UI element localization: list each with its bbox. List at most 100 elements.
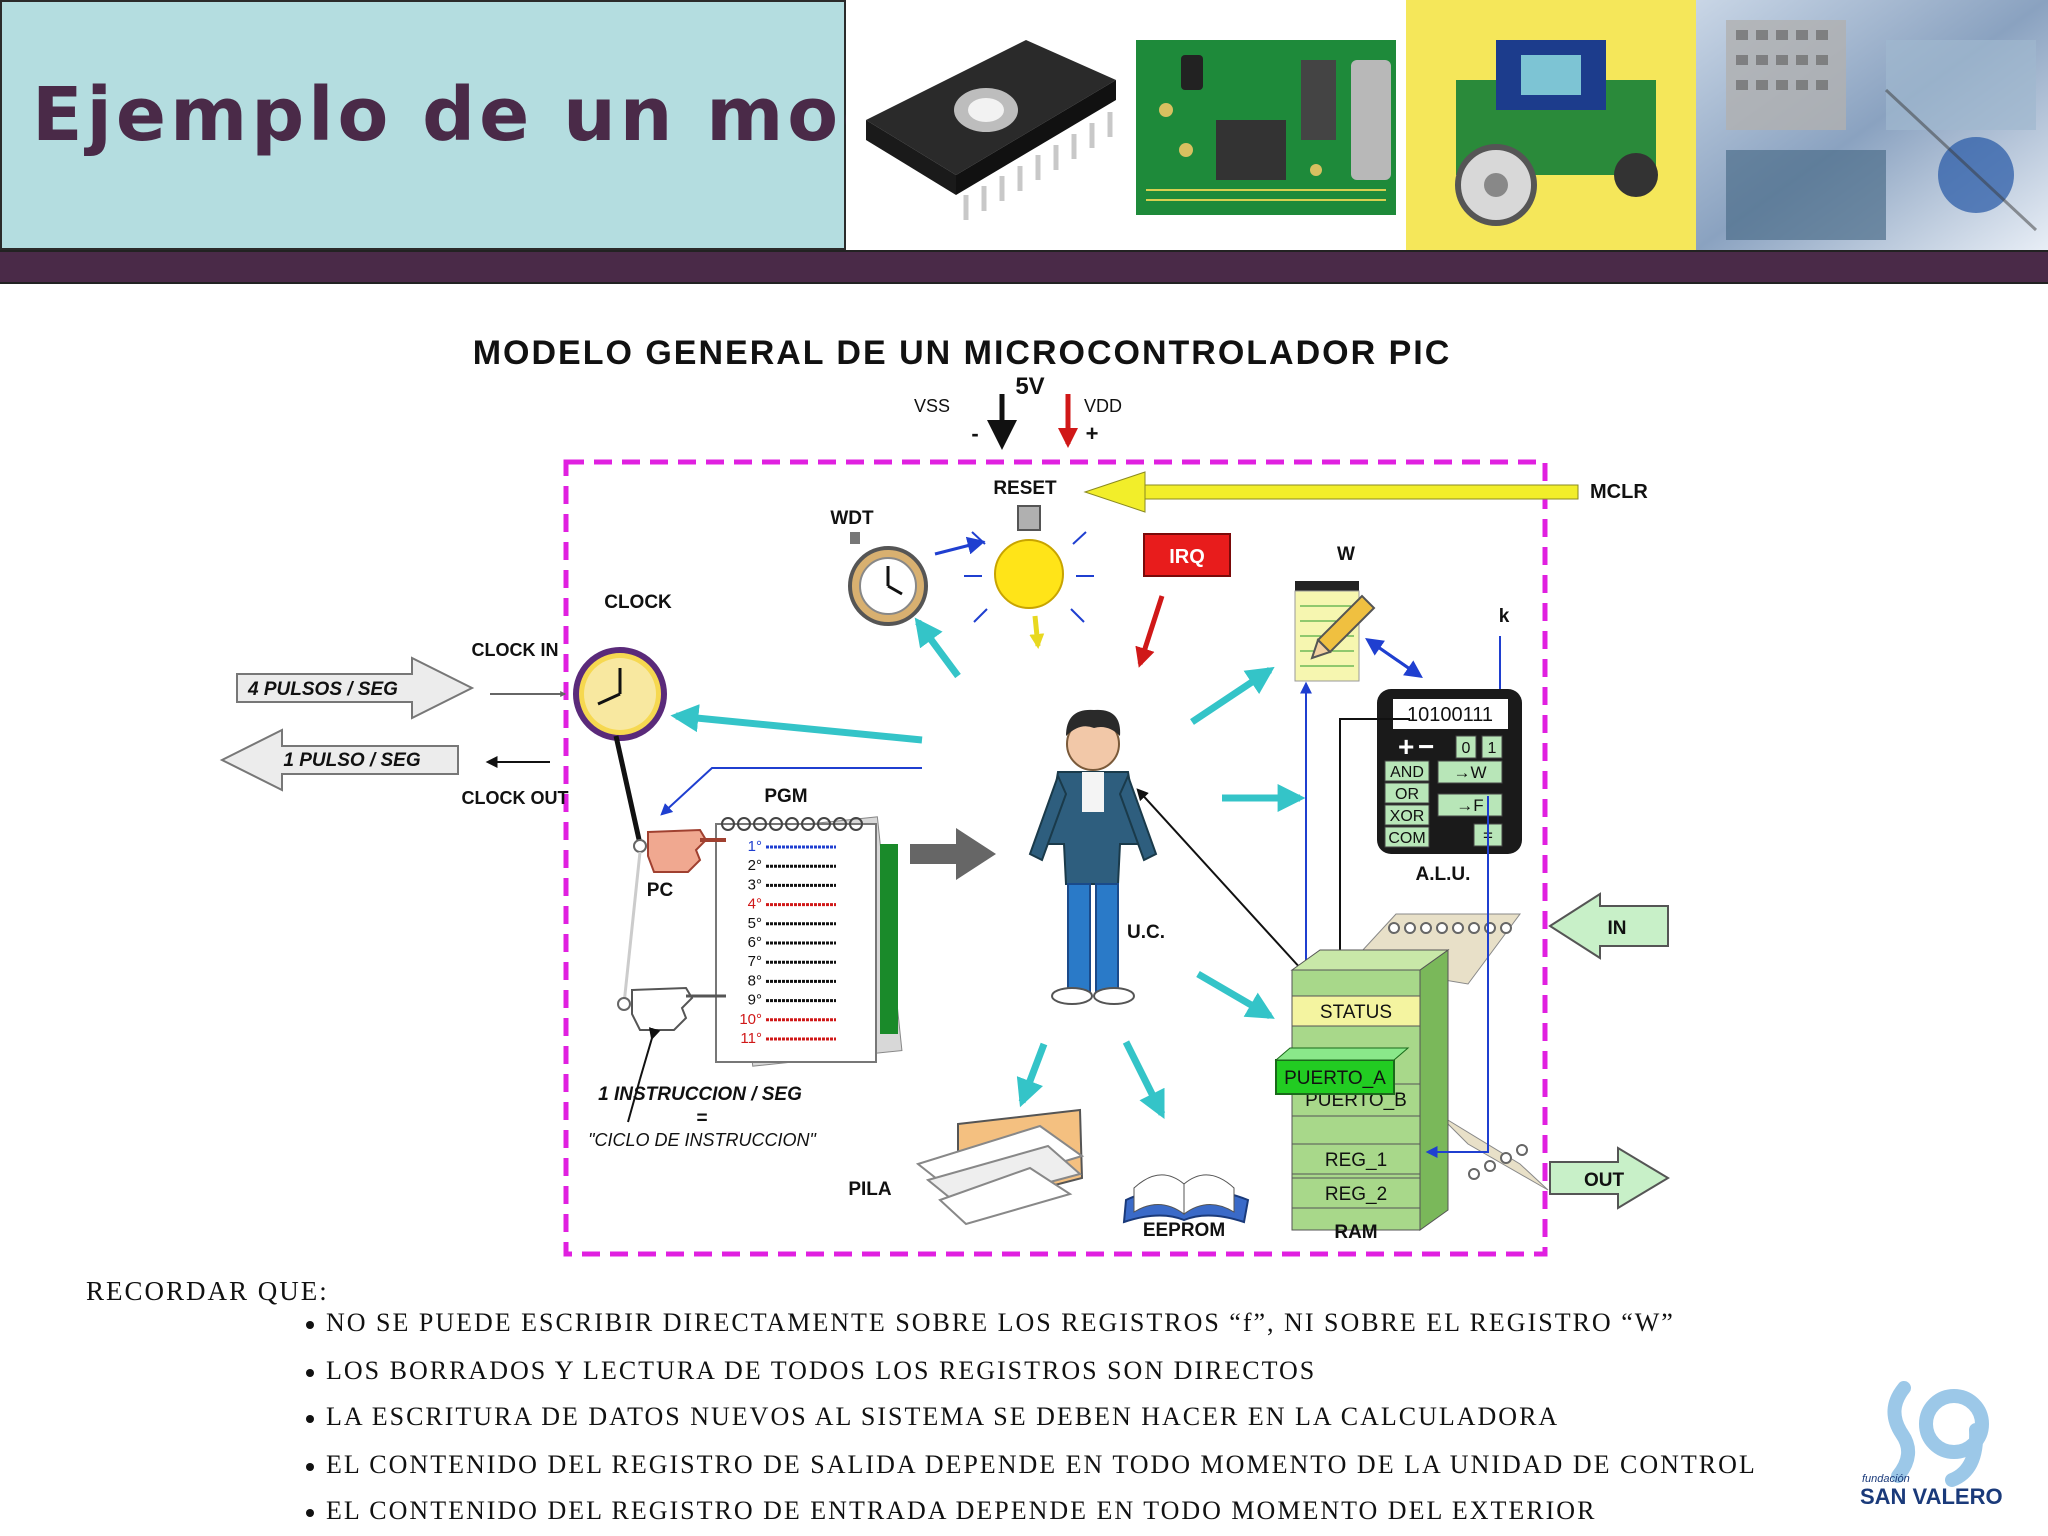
ram-register-puerto-b: PUERTO_B bbox=[1305, 1090, 1407, 1111]
plus-label: + bbox=[1086, 421, 1099, 446]
pgm-line-number: 4° bbox=[748, 896, 762, 913]
bullet-icon bbox=[306, 1415, 314, 1424]
alu-key-to-f: →F bbox=[1456, 796, 1483, 815]
robot-photo bbox=[1406, 0, 1696, 250]
note-text: LOS BORRADOS Y LECTURA DE TODOS LOS REGI… bbox=[326, 1356, 1317, 1385]
note-item: EL CONTENIDO DEL REGISTRO DE SALIDA DEPE… bbox=[306, 1450, 1757, 1480]
out-arrow: OUT bbox=[1549, 1146, 1670, 1210]
wdt-label: WDT bbox=[830, 508, 874, 529]
bullet-icon bbox=[306, 1321, 314, 1330]
clock-in-label: CLOCK IN bbox=[472, 640, 559, 660]
reset-bulb: RESET bbox=[964, 478, 1094, 649]
uc-label: U.C. bbox=[1127, 922, 1165, 943]
pgm-label: PGM bbox=[764, 786, 807, 807]
alu-key-com: COM bbox=[1388, 830, 1425, 847]
clock-in-text: CLOCK IN bbox=[472, 640, 559, 660]
instr-rate-label: 1 INSTRUCCION / SEG bbox=[598, 1084, 802, 1105]
microcontroller-boundary bbox=[563, 459, 1548, 1257]
minus-label: - bbox=[971, 421, 978, 446]
pila-label: PILA bbox=[848, 1179, 892, 1200]
w-register-notepad: W bbox=[1294, 544, 1376, 682]
san-valero-logo: fundación SAN VALERO bbox=[1860, 1381, 2003, 1509]
clock-out-label: CLOCK OUT bbox=[462, 788, 569, 808]
note-text: EL CONTENIDO DEL REGISTRO DE SALIDA DEPE… bbox=[326, 1450, 1757, 1479]
pgm-lines: 1°2°3°4°5°6°7°8°9°10°11° bbox=[739, 838, 836, 1047]
eeprom-label: EEPROM bbox=[1143, 1220, 1225, 1241]
pic-model-diagram: MODELO GENERAL DE UN MICROCONTROLADOR PI… bbox=[219, 334, 1670, 1257]
mclr-label: MCLR bbox=[1590, 481, 1648, 503]
instr-equals-label: = bbox=[696, 1108, 707, 1129]
pila-stack-tray: PILA bbox=[848, 1108, 1085, 1226]
alu-calculator: 10100111 + − 0 1 AND OR XOR COM →W →F = … bbox=[1377, 689, 1522, 885]
ram-register-puerto-a: PUERTO_A bbox=[1284, 1068, 1386, 1089]
pulses-out-label: 1 PULSO / SEG bbox=[283, 750, 420, 771]
svg-text:+: + bbox=[1398, 731, 1414, 762]
note-text: LA ESCRITURA DE DATOS NUEVOS AL SISTEMA … bbox=[326, 1402, 1560, 1431]
ram-register-status: STATUS bbox=[1320, 1002, 1392, 1023]
clock-label: CLOCK bbox=[604, 592, 672, 613]
pgm-line-number: 5° bbox=[748, 915, 762, 932]
notes-section: RECORDAR QUE: NO SE PUEDE ESCRIBIR DIREC… bbox=[0, 1262, 2048, 1536]
wdt-stopwatch: WDT bbox=[830, 508, 986, 626]
ram-register-reg-2: REG_2 bbox=[1325, 1184, 1387, 1205]
pc-label: PC bbox=[647, 880, 674, 901]
pc-pointer-hand: PC bbox=[633, 828, 726, 901]
pgm-line-number: 9° bbox=[748, 992, 762, 1009]
buildings-collage-photo bbox=[1696, 0, 2048, 250]
alu-key-1: 1 bbox=[1488, 740, 1497, 757]
alu-key-to-w: →W bbox=[1453, 763, 1486, 782]
vss-label: VSS bbox=[914, 396, 950, 416]
notes-heading: RECORDAR QUE: bbox=[86, 1276, 329, 1306]
out-label: OUT bbox=[1584, 1170, 1625, 1191]
note-item: NO SE PUEDE ESCRIBIR DIRECTAMENTE SOBRE … bbox=[306, 1308, 1675, 1338]
pgm-line-number: 11° bbox=[740, 1030, 762, 1047]
ram-label: RAM bbox=[1334, 1222, 1377, 1243]
pgm-line-number: 7° bbox=[748, 953, 762, 970]
k-label: k bbox=[1499, 606, 1510, 627]
w-label: W bbox=[1337, 544, 1355, 565]
note-text: NO SE PUEDE ESCRIBIR DIRECTAMENTE SOBRE … bbox=[326, 1308, 1675, 1337]
pgm-line-number: 1° bbox=[748, 838, 762, 855]
vdd-label: VDD bbox=[1084, 396, 1122, 416]
alu-key-xor: XOR bbox=[1390, 808, 1425, 825]
pulses-in-arrow: 4 PULSOS / SEG bbox=[236, 656, 475, 720]
note-item: EL CONTENIDO DEL REGISTRO DE ENTRADA DEP… bbox=[306, 1496, 1596, 1526]
power-supply: VSS - 5V VDD + bbox=[914, 373, 1122, 450]
instruction-pointer-hand bbox=[617, 986, 726, 1031]
header-title-box: Ejemplo de un modelo bbox=[0, 0, 1034, 250]
pgm-line-number: 6° bbox=[748, 934, 762, 951]
pgm-line-number: 8° bbox=[748, 972, 762, 989]
pulses-in-label: 4 PULSOS / SEG bbox=[247, 679, 398, 700]
header-divider-bar bbox=[0, 250, 2048, 284]
note-text: EL CONTENIDO DEL REGISTRO DE ENTRADA DEP… bbox=[326, 1496, 1597, 1525]
header-photo-strip bbox=[846, 0, 2048, 250]
alu-label: A.L.U. bbox=[1416, 864, 1471, 885]
pgm-to-uc-arrow bbox=[910, 828, 996, 880]
irq-label: IRQ bbox=[1169, 546, 1205, 568]
alu-key-and: AND bbox=[1390, 764, 1424, 781]
in-arrow: IN bbox=[1548, 892, 1669, 960]
irq-block: IRQ bbox=[1135, 533, 1231, 668]
clock: CLOCK bbox=[573, 592, 672, 845]
pulses-out-arrow: 1 PULSO / SEG bbox=[219, 728, 459, 792]
pcb-board-photo bbox=[1126, 0, 1406, 250]
uc-to-pc-line bbox=[660, 767, 922, 816]
pgm-notebook: PGM 1°2°3°4°5°6°7°8°9°10°11° bbox=[715, 786, 903, 1067]
ram-stack: STATUS PUERTO_B PUERTO_A REG_1 REG_2 RAM bbox=[1274, 913, 1549, 1243]
svg-text:−: − bbox=[1418, 731, 1434, 762]
uc-teal-arrows bbox=[670, 617, 1306, 1120]
mclr-reset-arrow: MCLR bbox=[1083, 471, 1648, 513]
ram-register-reg-1: REG_1 bbox=[1325, 1150, 1387, 1171]
pgm-line-number: 3° bbox=[748, 876, 762, 893]
ram-to-uc-line bbox=[1136, 788, 1303, 971]
diagram-title: MODELO GENERAL DE UN MICROCONTROLADOR PI… bbox=[473, 334, 1452, 372]
alu-display: 10100111 bbox=[1407, 704, 1493, 726]
voltage-label: 5V bbox=[1015, 373, 1044, 400]
pgm-line-number: 10° bbox=[739, 1011, 762, 1028]
note-item: LA ESCRITURA DE DATOS NUEVOS AL SISTEMA … bbox=[306, 1402, 1559, 1432]
eeprom-book: EEPROM bbox=[1122, 1174, 1250, 1241]
control-unit-boy: U.C. bbox=[1028, 709, 1165, 1005]
logo-name-text: SAN VALERO bbox=[1860, 1484, 2003, 1509]
logo-small-text: fundación bbox=[1862, 1473, 1910, 1485]
bullet-icon bbox=[306, 1463, 314, 1472]
